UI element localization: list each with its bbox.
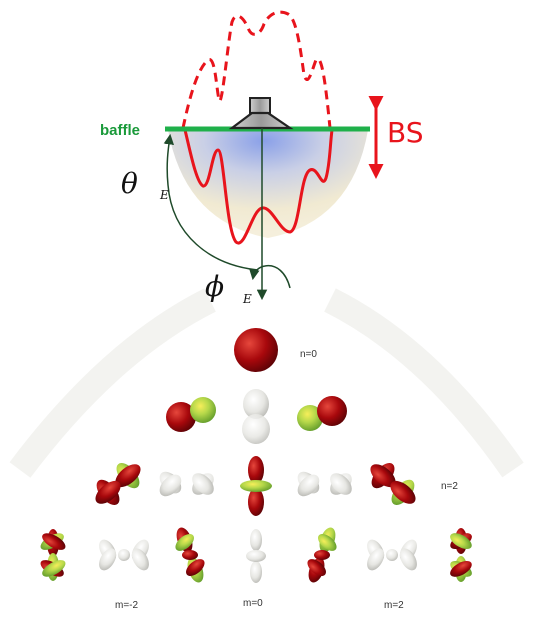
baffle-diagram: baffle BS θ E ϕ E — [100, 10, 424, 306]
directivity-bowl — [168, 130, 368, 238]
harmonic-n2-m2 — [370, 463, 416, 505]
harmonic-n3-m3 — [450, 528, 472, 582]
label-m-minus2: m=-2 — [115, 600, 139, 611]
speaker-magnet — [249, 97, 271, 114]
harmonic-n3-m0 — [246, 529, 266, 583]
harmonic-n3-m-1 — [175, 527, 205, 583]
theta-arrow — [163, 133, 259, 271]
label-n0: n=0 — [300, 349, 317, 360]
label-m2: m=2 — [384, 600, 404, 611]
harmonic-n3-m1 — [307, 527, 337, 583]
baffle-label: baffle — [100, 122, 140, 139]
speaker-cone — [228, 111, 294, 130]
harmonics-pyramid: n=0 n=2 m=-2 m=0 m=2 — [40, 328, 472, 611]
harmonic-n0-m0 — [234, 328, 278, 372]
phi-subscript: E — [242, 292, 252, 306]
harmonic-n3-m2 — [367, 539, 417, 571]
phi-symbol: ϕ — [205, 270, 224, 303]
harmonic-n3-m-2 — [99, 539, 149, 571]
harmonic-n3-m-3 — [40, 529, 66, 581]
harmonic-n1-m-1 — [166, 397, 216, 432]
background-arc-right — [324, 288, 524, 478]
harmonic-n1-m0 — [242, 389, 270, 444]
harmonic-n2-m0 — [240, 456, 272, 516]
harmonic-n2-m1 — [297, 471, 352, 497]
label-n2: n=2 — [441, 481, 458, 492]
background-arc-left — [9, 288, 216, 478]
label-m0: m=0 — [243, 598, 263, 609]
harmonic-n2-m-2 — [95, 463, 141, 505]
harmonic-n1-m1 — [297, 396, 347, 431]
bs-label: BS — [387, 116, 424, 149]
phi-arrow — [249, 264, 291, 289]
theta-subscript: E — [159, 188, 169, 202]
theta-symbol: θ — [121, 167, 138, 200]
harmonic-n2-m-1 — [159, 471, 214, 497]
